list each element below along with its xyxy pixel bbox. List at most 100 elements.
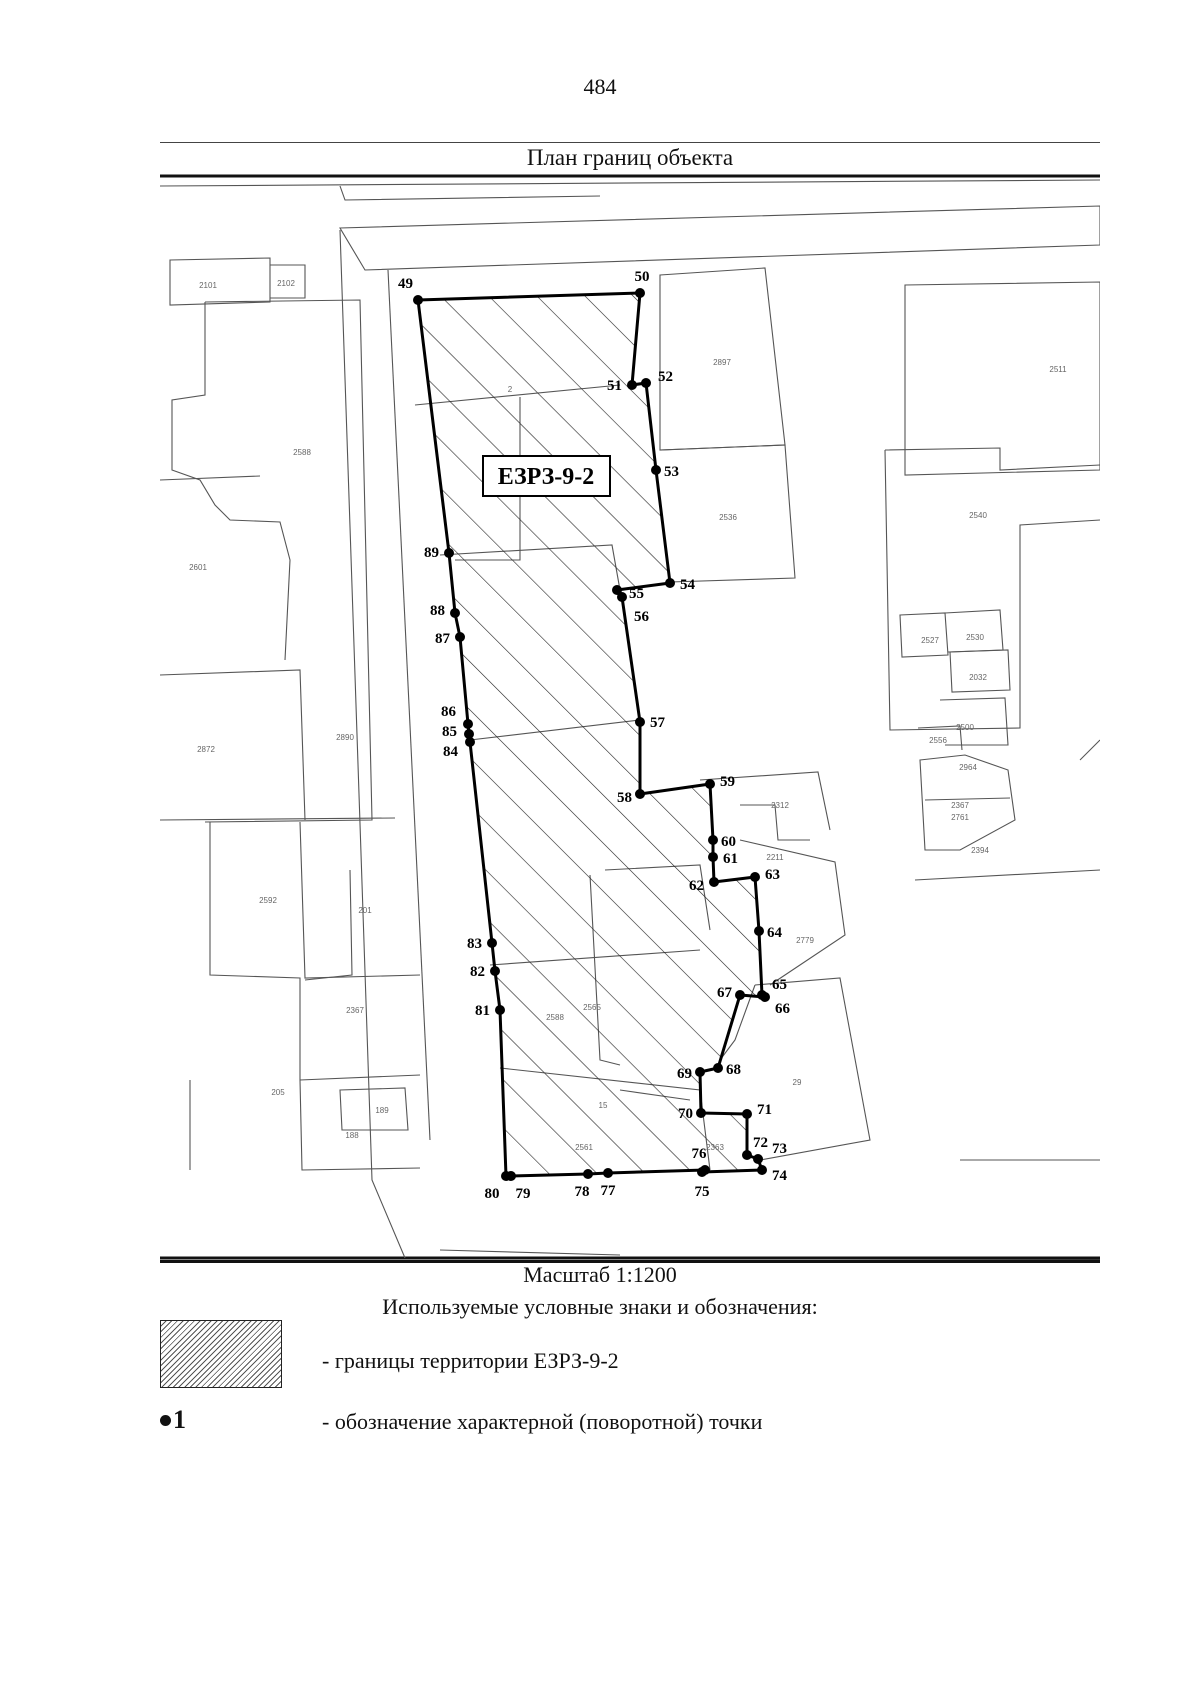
parcel-outline bbox=[160, 669, 306, 821]
parcel-number: 2 bbox=[508, 385, 513, 394]
parcel-outline bbox=[944, 609, 1004, 653]
turning-point-63: 63 bbox=[750, 867, 780, 883]
point-label: 57 bbox=[650, 715, 666, 731]
point-label: 78 bbox=[575, 1184, 590, 1200]
parcel-outline bbox=[171, 302, 291, 661]
parcel-outline bbox=[1079, 739, 1100, 761]
parcel-number: 189 bbox=[375, 1106, 389, 1115]
turning-point-68: 68 bbox=[713, 1062, 741, 1078]
point-label: 55 bbox=[629, 586, 644, 602]
turning-point-50: 50 bbox=[635, 269, 650, 298]
parcel-number: 2588 bbox=[293, 448, 311, 457]
parcel-number: 201 bbox=[358, 906, 372, 915]
turning-point-52: 52 bbox=[641, 369, 673, 388]
turning-point-70: 70 bbox=[678, 1106, 706, 1122]
point-dot-icon bbox=[617, 592, 627, 602]
turning-point-84: 84 bbox=[443, 737, 475, 760]
point-label: 50 bbox=[635, 269, 650, 285]
road-edge bbox=[387, 269, 431, 1141]
parcel-outline bbox=[299, 1079, 421, 1171]
parcel-number: 2530 bbox=[966, 633, 984, 642]
turning-point-80: 80 bbox=[485, 1171, 511, 1202]
point-dot-icon bbox=[641, 378, 651, 388]
turning-point-71: 71 bbox=[742, 1102, 772, 1119]
turning-point-53: 53 bbox=[651, 464, 679, 480]
turning-point-78: 78 bbox=[575, 1169, 593, 1200]
parcel-number: 188 bbox=[345, 1131, 359, 1140]
parcel-number: 2964 bbox=[959, 763, 977, 772]
point-dot-icon bbox=[735, 990, 745, 1000]
parcel-number: 2592 bbox=[259, 896, 277, 905]
parcel-number: 2102 bbox=[277, 279, 295, 288]
point-dot-icon bbox=[465, 737, 475, 747]
point-dot-icon bbox=[635, 789, 645, 799]
point-label: 85 bbox=[442, 724, 457, 740]
point-dot-icon bbox=[753, 1154, 763, 1164]
point-label: 52 bbox=[658, 369, 673, 385]
legend-heading: Используемые условные знаки и обозначени… bbox=[382, 1294, 818, 1319]
parcel-number: 2897 bbox=[713, 358, 731, 367]
point-dot-icon bbox=[450, 608, 460, 618]
turning-point-61: 61 bbox=[708, 851, 738, 867]
parcel-outline bbox=[699, 771, 831, 831]
parcel-number: 2211 bbox=[766, 853, 784, 862]
point-label: 82 bbox=[470, 964, 485, 980]
road-edge bbox=[339, 229, 406, 1258]
parcel-outline bbox=[739, 839, 846, 986]
zone-label: ЕЗРЗ-9-2 bbox=[498, 464, 595, 490]
point-dot-icon bbox=[635, 717, 645, 727]
turning-point-66: 66 bbox=[760, 992, 791, 1017]
point-label: 62 bbox=[689, 878, 704, 894]
point-dot-icon bbox=[760, 992, 770, 1002]
point-dot-icon bbox=[750, 872, 760, 882]
point-dot-icon bbox=[713, 1063, 723, 1073]
turning-point-59: 59 bbox=[705, 774, 735, 790]
point-dot-icon bbox=[455, 632, 465, 642]
turning-point-64: 64 bbox=[754, 925, 783, 941]
point-dot-icon bbox=[413, 295, 423, 305]
turning-point-72: 72 bbox=[742, 1135, 768, 1160]
point-label: 75 bbox=[695, 1184, 710, 1200]
parcel-outline bbox=[884, 449, 1100, 731]
point-label: 87 bbox=[435, 631, 451, 647]
page-number: 484 bbox=[583, 74, 617, 99]
point-label: 49 bbox=[398, 276, 413, 292]
turning-point-58: 58 bbox=[617, 789, 645, 806]
point-dot-icon bbox=[635, 288, 645, 298]
parcel-outline bbox=[299, 1074, 421, 1081]
point-dot-icon bbox=[464, 729, 474, 739]
turning-point-85: 85 bbox=[442, 724, 474, 740]
turning-point-88: 88 bbox=[430, 603, 460, 619]
parcel-outline bbox=[209, 822, 301, 1080]
parcel-outline bbox=[939, 697, 1009, 746]
cadastral-base-map bbox=[160, 179, 1100, 1258]
parcel-number: 2500 bbox=[956, 723, 974, 732]
legend-point-symbol: 1 bbox=[160, 1405, 186, 1435]
parcel-number: 2511 bbox=[1049, 365, 1067, 374]
point-dot-icon bbox=[583, 1169, 593, 1179]
point-label: 61 bbox=[723, 851, 738, 867]
point-dot-icon bbox=[742, 1150, 752, 1160]
zone-label-box: ЕЗРЗ-9-2 bbox=[482, 455, 611, 497]
point-dot-icon bbox=[757, 1165, 767, 1175]
parcel-number: 2588 bbox=[546, 1013, 564, 1022]
point-label: 88 bbox=[430, 603, 445, 619]
parcel-outline bbox=[919, 754, 1016, 851]
point-label: 86 bbox=[441, 704, 457, 720]
parcel-number: 2890 bbox=[336, 733, 354, 742]
point-label: 74 bbox=[772, 1168, 788, 1184]
point-dot-icon bbox=[708, 852, 718, 862]
parcel-number: 2779 bbox=[796, 936, 814, 945]
point-label: 72 bbox=[753, 1135, 768, 1151]
point-dot-icon bbox=[160, 1414, 171, 1426]
point-label: 83 bbox=[467, 936, 482, 952]
turning-point-76: 76 bbox=[692, 1146, 710, 1175]
point-label: 89 bbox=[424, 545, 439, 561]
point-label: 58 bbox=[617, 790, 632, 806]
parcel-number: 2540 bbox=[969, 511, 987, 520]
point-label: 67 bbox=[717, 985, 733, 1001]
map-scale: Масштаб 1:1200 bbox=[523, 1262, 677, 1287]
turning-point-83: 83 bbox=[467, 936, 497, 952]
point-label: 84 bbox=[443, 744, 459, 760]
